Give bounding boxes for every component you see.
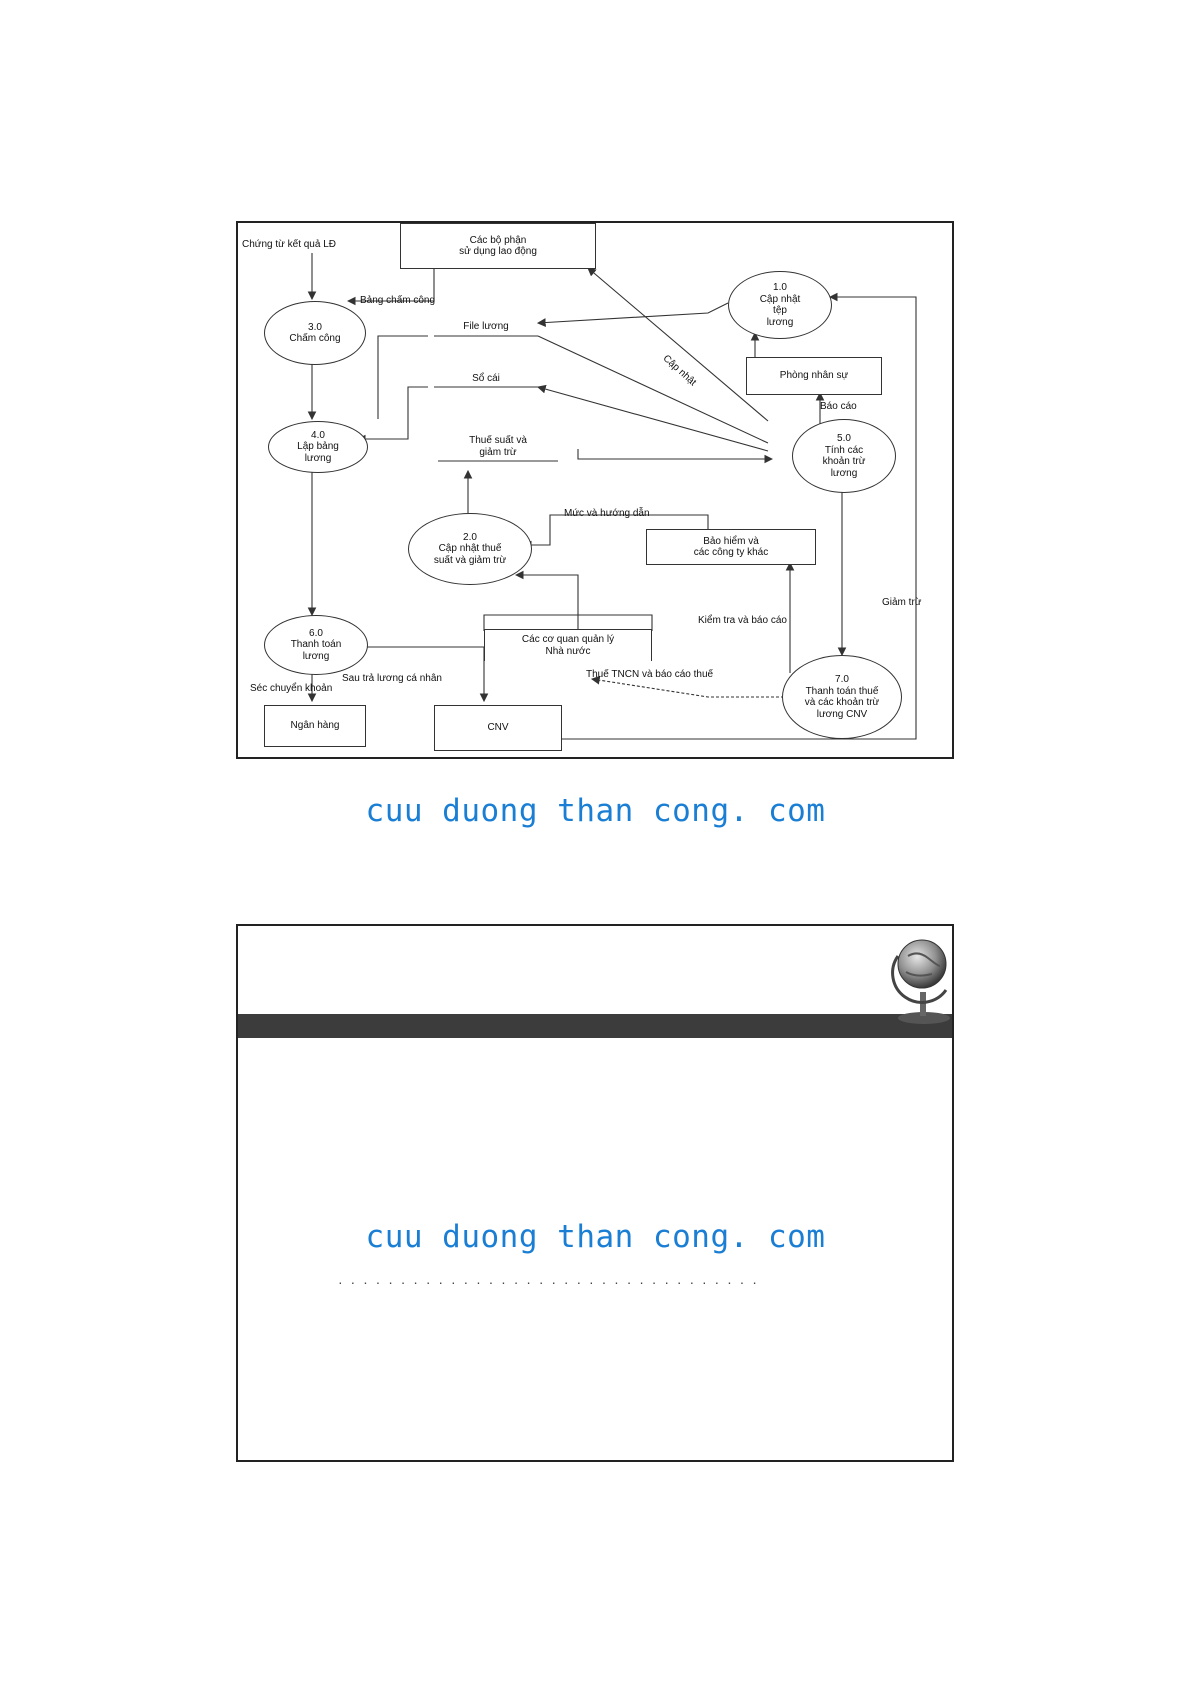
flow-label-sec-chuyen-khoan: Séc chuyển khoản <box>250 683 333 694</box>
flow-bang-cham-cong <box>346 269 435 306</box>
dfd-slide: Các bộ phận sử dụng lao động Phòng nhân … <box>236 221 954 759</box>
flow-p1-file <box>536 302 729 327</box>
store-file-luong: File lương <box>463 321 509 332</box>
process-6: 6.0 Thanh toán lương <box>264 615 368 675</box>
watermark-text-2: cuu duong than cong. com <box>365 1219 826 1255</box>
blank-slide: · · · · · · · · · · · · · · · · · · · · … <box>236 924 954 1462</box>
clipped-text-fragment: · · · · · · · · · · · · · · · · · · · · … <box>338 1274 759 1286</box>
entity-ngan-hang: Ngân hàng <box>264 705 366 747</box>
flow-bh-p2 <box>522 514 709 550</box>
watermark-text: cuu duong than cong. com <box>365 793 826 829</box>
entity-cnv: CNV <box>434 705 562 751</box>
coquan-bracket <box>483 614 653 631</box>
flow-p5-bophan <box>587 267 769 422</box>
process-7: 7.0 Thanh toán thuế và các khoản trừ lươ… <box>782 655 902 739</box>
flow-giam-tru <box>560 292 917 740</box>
flow-label-bang-cham-cong: Bảng chấm công <box>360 295 436 306</box>
flow-label-kiem-tra: Kiểm tra và báo cáo <box>698 615 787 626</box>
flow-label-bao-cao: Báo cáo <box>820 401 857 412</box>
flow-label-sau-tra-luong: Sau trả lương cá nhân <box>342 673 442 684</box>
process-3: 3.0 Chấm công <box>264 301 366 365</box>
flow-p5-socai <box>536 384 769 452</box>
title-band <box>238 1014 952 1038</box>
entity-bao-hiem: Bảo hiểm và các công ty khác <box>646 529 816 565</box>
process-1: 1.0 Cập nhật tệp lương <box>728 271 832 339</box>
entity-bo-phan: Các bộ phận sử dụng lao động <box>400 223 596 269</box>
flow-file-p4 <box>377 335 428 419</box>
flow-file-p5 <box>537 335 769 444</box>
store-so-cai: Sổ cái <box>472 373 500 384</box>
entity-phong-nhan-su: Phòng nhân sự <box>746 357 882 395</box>
entity-co-quan: Các cơ quan quản lý Nhà nước <box>484 629 652 661</box>
flow-p7-cq <box>590 675 784 698</box>
globe-icon <box>891 939 950 1024</box>
flow-socai-p4 <box>356 386 428 444</box>
flow-label-chung-tu: Chứng từ kết quả LĐ <box>242 239 336 250</box>
flow-thue-p5 <box>577 449 774 464</box>
flow-label-thue-tncn: Thuế TNCN và báo cáo thuế <box>586 669 714 680</box>
flow-label-muc-huong-dan: Mức và hướng dẫn <box>564 508 650 519</box>
store-thue-suat: Thuế suất và giảm trừ <box>469 435 527 458</box>
process-2: 2.0 Cập nhật thuế suất và giảm trừ <box>408 513 532 585</box>
dfd-connectors <box>307 253 917 740</box>
flow-label-giam-tru: Giảm trừ <box>882 597 922 608</box>
flow-cq-p2 <box>514 570 579 631</box>
process-5: 5.0 Tính các khoản trừ lương <box>792 419 896 493</box>
process-4: 4.0 Lập bảng lương <box>268 421 368 473</box>
